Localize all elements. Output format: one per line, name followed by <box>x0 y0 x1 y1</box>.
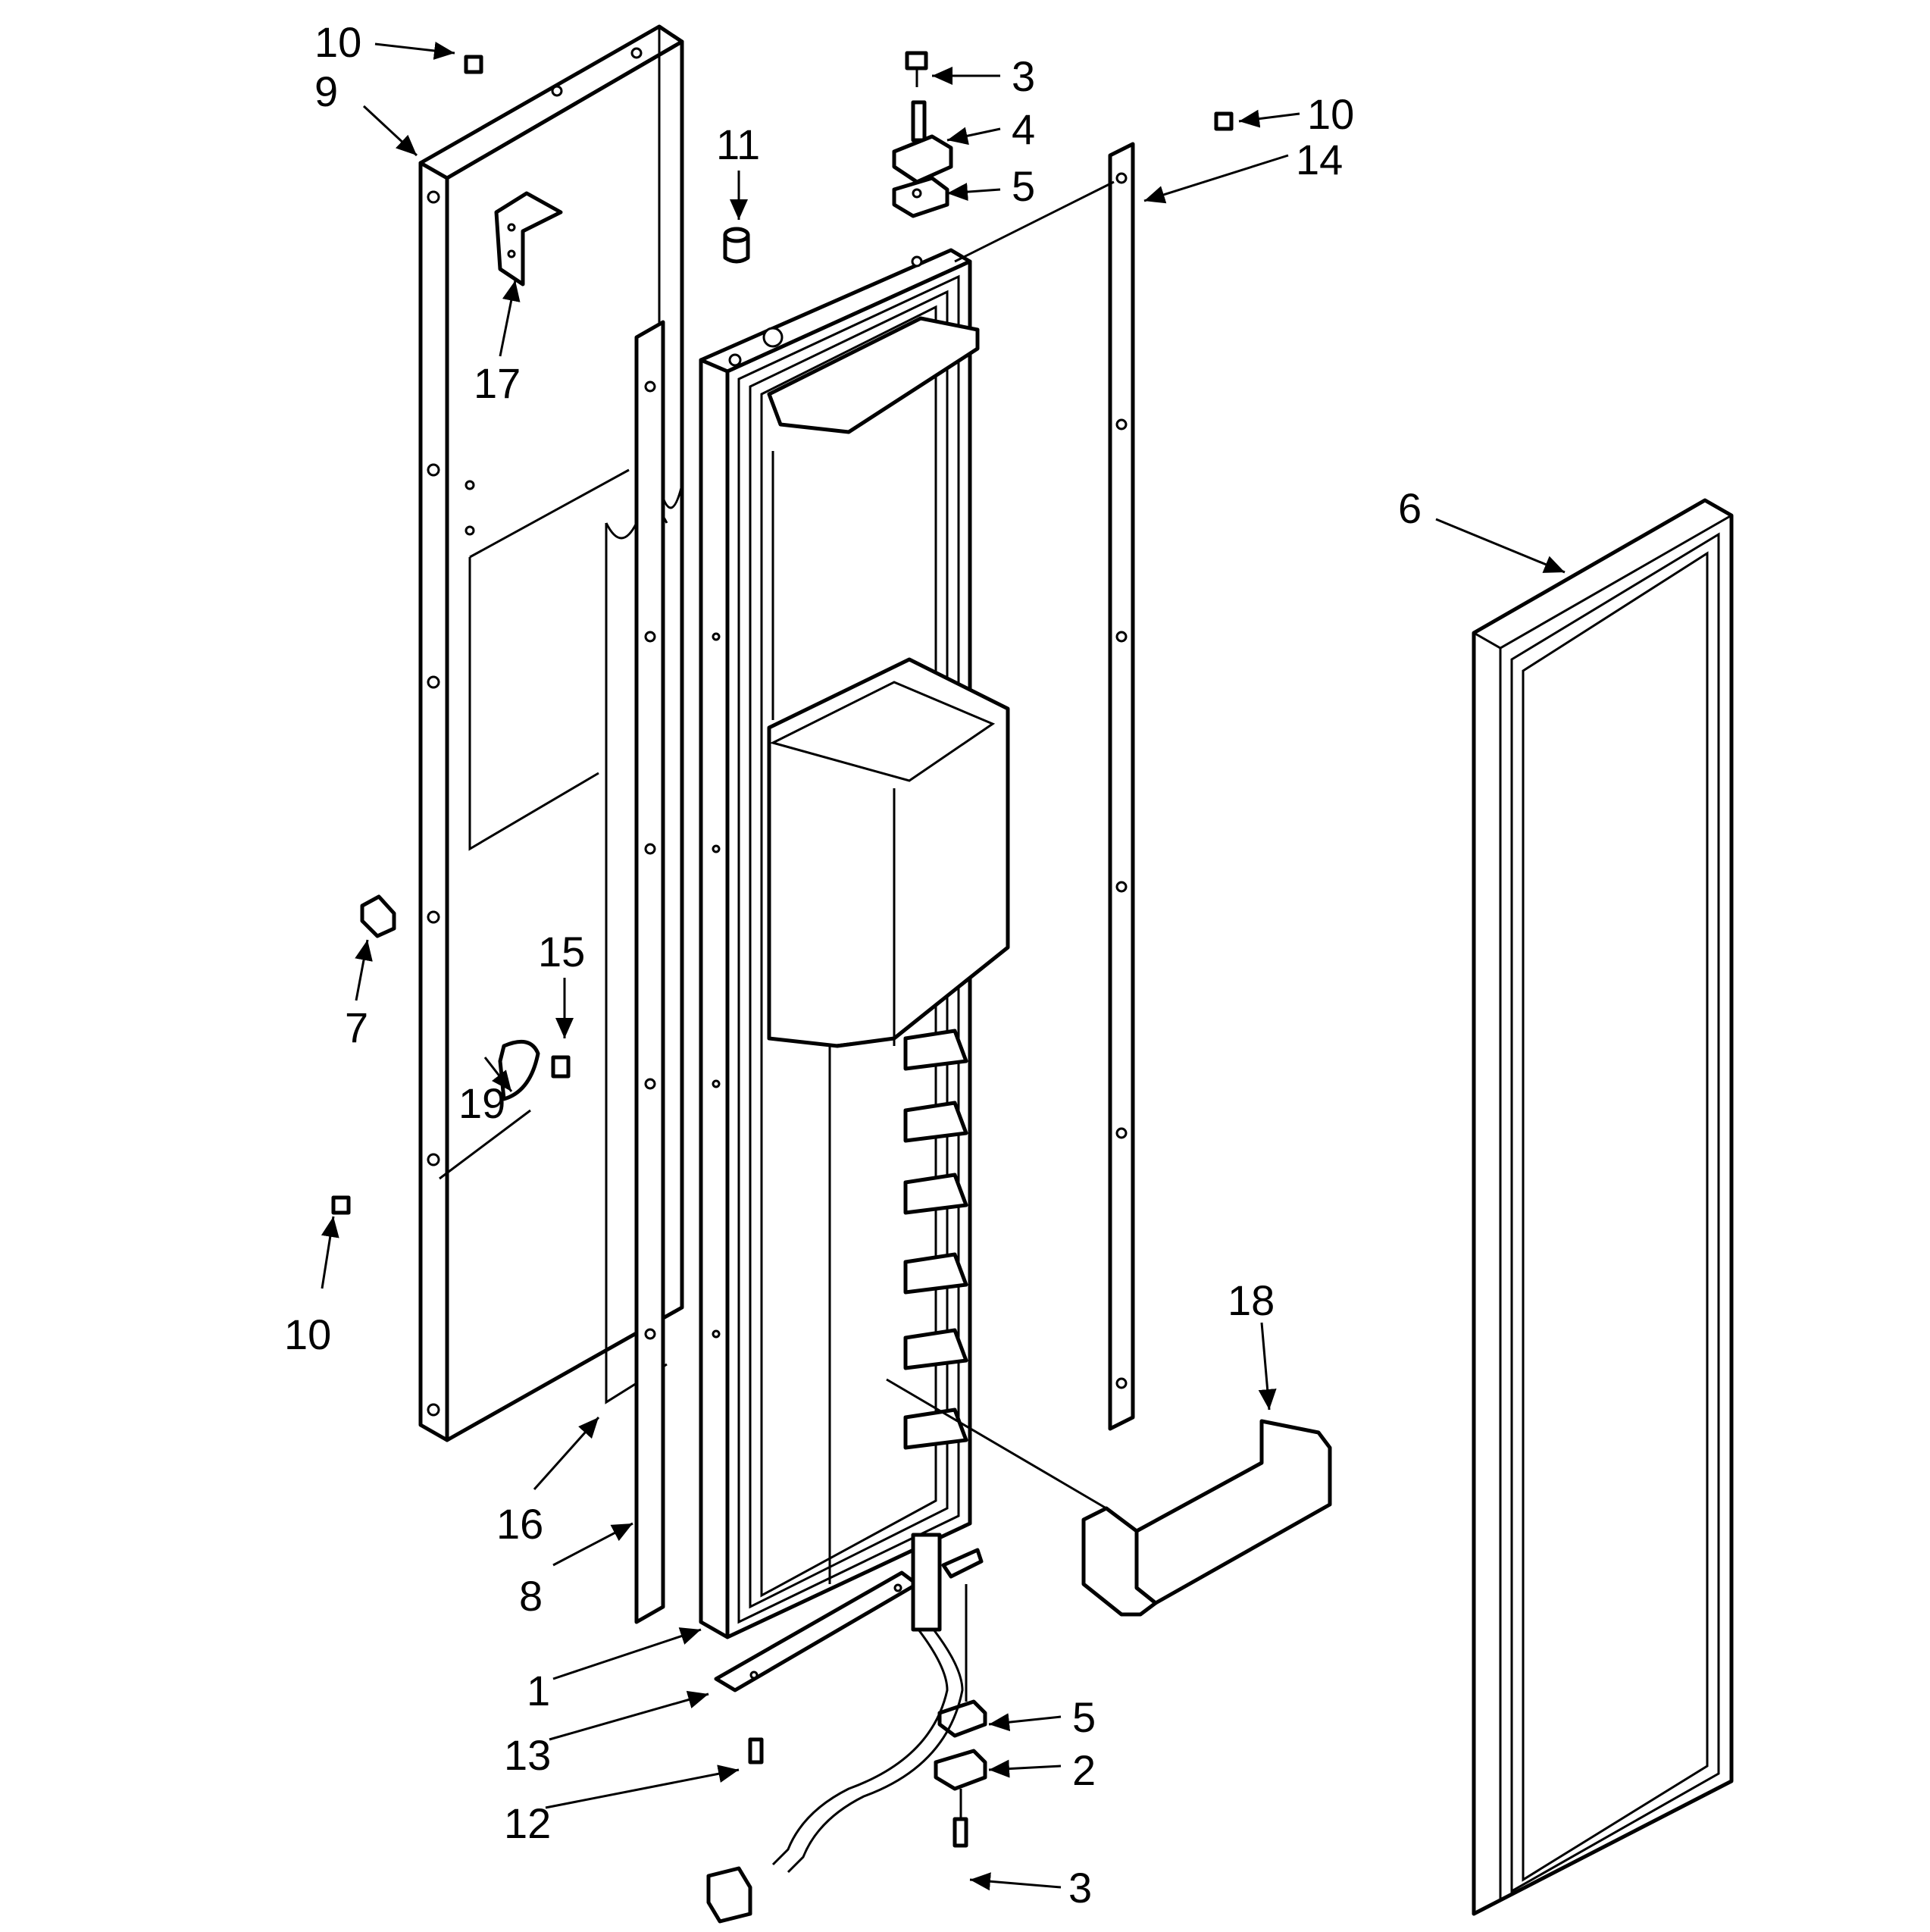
callout-18: 18 <box>1228 1276 1275 1324</box>
door-plug <box>723 227 750 264</box>
callout-3-bottom: 3 <box>1068 1864 1092 1912</box>
callout-6: 6 <box>1398 484 1422 532</box>
callout-9: 9 <box>314 67 338 115</box>
callout-10-left: 10 <box>284 1310 331 1358</box>
callout-4: 4 <box>1012 105 1035 153</box>
hinge-side-strip <box>954 142 1135 1431</box>
callout-5-top: 5 <box>1012 162 1035 210</box>
callout-7: 7 <box>345 1004 368 1051</box>
callout-15: 15 <box>538 928 585 975</box>
callout-11: 11 <box>716 121 760 168</box>
door-side-strip <box>634 320 665 1624</box>
inner-door-liner <box>699 248 1107 1639</box>
door-shelf-bin <box>1081 1419 1332 1617</box>
callout-12: 12 <box>504 1799 551 1847</box>
callout-17: 17 <box>474 359 521 407</box>
top-hinge-assembly <box>892 51 953 218</box>
callout-13: 13 <box>504 1731 551 1779</box>
callout-14: 14 <box>1296 136 1343 183</box>
leader-lines <box>321 42 1566 1891</box>
bottom-hinge-assembly <box>706 1533 987 1924</box>
callout-labels: 10 9 17 11 3 4 5 10 14 6 15 7 19 10 18 1… <box>284 18 1422 1912</box>
callout-19: 19 <box>458 1079 505 1127</box>
callout-10-top-left: 10 <box>314 18 361 66</box>
callout-8: 8 <box>519 1572 543 1620</box>
callout-1: 1 <box>527 1667 550 1714</box>
callout-3-top: 3 <box>1012 52 1035 100</box>
callout-10-top-right: 10 <box>1307 90 1354 138</box>
door-gasket <box>1472 498 1734 1916</box>
bracket <box>494 191 563 287</box>
callout-16: 16 <box>496 1500 543 1548</box>
callout-5-bottom: 5 <box>1072 1693 1096 1741</box>
callout-2: 2 <box>1072 1746 1096 1794</box>
